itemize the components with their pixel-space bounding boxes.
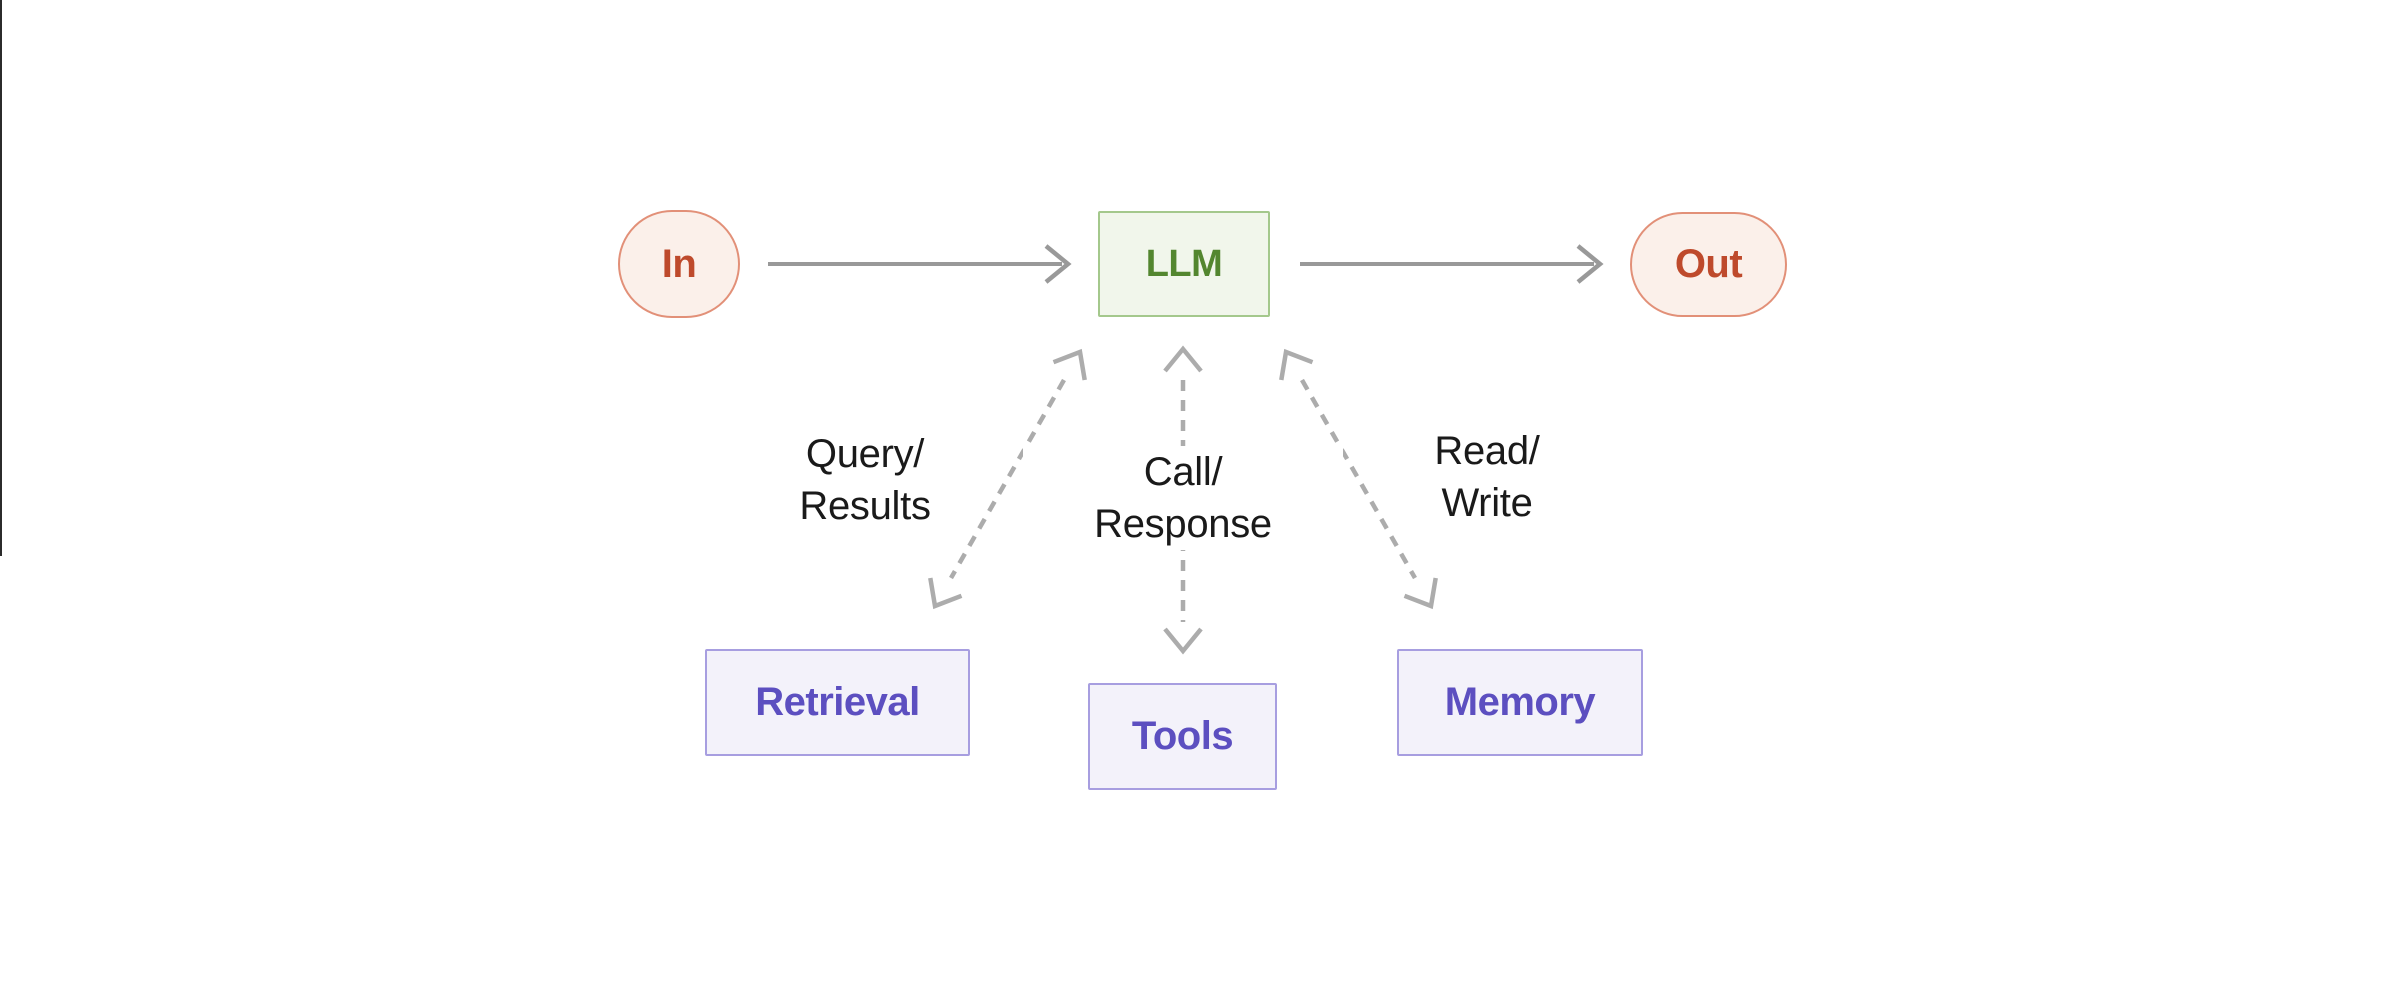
window-edge-line bbox=[0, 0, 2, 556]
arrow-llm-to-out bbox=[1300, 244, 1604, 284]
arrowhead-down-icon bbox=[928, 577, 963, 610]
edge-label-line: Response bbox=[1094, 502, 1272, 546]
node-tools: Tools bbox=[1088, 683, 1277, 790]
node-out: Out bbox=[1630, 212, 1787, 317]
edge-label-line: Query/ bbox=[805, 432, 925, 476]
arrowhead-right-icon bbox=[1576, 244, 1604, 284]
node-retrieval: Retrieval bbox=[705, 649, 970, 756]
node-llm: LLM bbox=[1098, 211, 1270, 317]
edge-label-read-write: Read/ Write bbox=[1337, 425, 1637, 529]
node-memory: Memory bbox=[1397, 649, 1643, 756]
arrowhead-down-icon bbox=[1403, 577, 1438, 610]
arrowhead-up-icon bbox=[1052, 348, 1087, 381]
node-in: In bbox=[618, 210, 740, 318]
edge-label-line: Results bbox=[799, 484, 931, 528]
arrowhead-right-icon bbox=[1044, 244, 1072, 284]
edge-label-line: Read/ bbox=[1434, 429, 1540, 473]
arrowhead-up-icon bbox=[1163, 345, 1203, 373]
edge-label-line: Call/ bbox=[1143, 450, 1223, 494]
arrowhead-down-icon bbox=[1163, 627, 1203, 655]
arrow-in-to-llm bbox=[768, 244, 1072, 284]
edge-label-call-response: Call/ Response bbox=[1023, 446, 1343, 550]
edge-label-line: Write bbox=[1441, 481, 1533, 525]
arrowhead-up-icon bbox=[1279, 348, 1314, 381]
edge-label-query-results: Query/ Results bbox=[715, 428, 1015, 532]
